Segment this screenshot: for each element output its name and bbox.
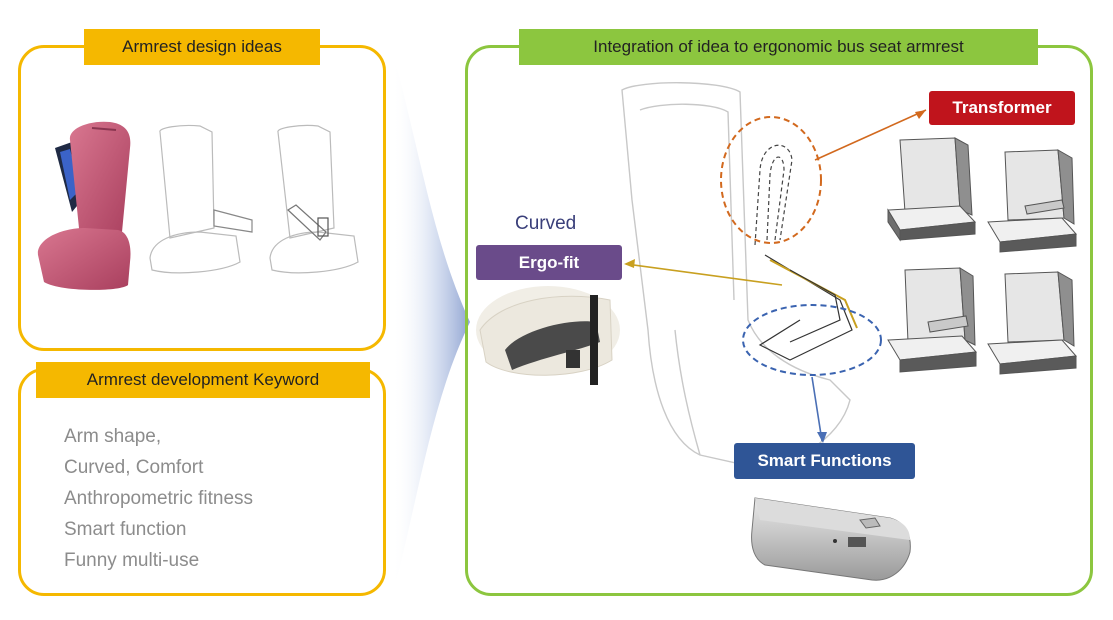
keyword-item: Arm shape, bbox=[64, 426, 162, 447]
smart-device-image bbox=[751, 497, 911, 581]
pink-seat-image bbox=[37, 121, 131, 290]
keyword-item: Curved, Comfort bbox=[64, 457, 204, 478]
transformer-seat-models bbox=[887, 137, 1078, 375]
transformer-dashed-arm bbox=[754, 144, 793, 246]
bus-seat-outline bbox=[621, 82, 851, 467]
keyword-title: Armrest development Keyword bbox=[36, 362, 370, 398]
keyword-item: Anthropometric fitness bbox=[64, 488, 254, 509]
transformer-label: Transformer bbox=[929, 91, 1075, 125]
keyword-item: Funny multi-use bbox=[64, 550, 200, 571]
ergofit-armrest-image bbox=[476, 286, 620, 385]
sketch-seat-3 bbox=[269, 124, 359, 274]
integration-title: Integration of idea to ergonomic bus sea… bbox=[519, 29, 1038, 65]
flow-arrow bbox=[392, 50, 470, 598]
smart-circle bbox=[742, 304, 882, 376]
design-ideas-panel bbox=[18, 45, 386, 351]
transformer-arrow bbox=[814, 109, 927, 161]
integration-panel bbox=[465, 45, 1093, 596]
keyword-list: Arm shape, Curved, Comfort Anthropometri… bbox=[64, 421, 253, 576]
smart-arrow bbox=[811, 376, 823, 442]
design-ideas-title: Armrest design ideas bbox=[84, 29, 320, 65]
ergofit-label: Ergo-fit bbox=[476, 245, 622, 280]
keyword-item: Smart function bbox=[64, 519, 187, 540]
sketch-seat-2 bbox=[149, 124, 253, 274]
curved-label: Curved bbox=[515, 213, 577, 234]
smart-functions-label: Smart Functions bbox=[734, 443, 915, 479]
transformer-circle bbox=[720, 116, 822, 244]
bus-seat-armrest bbox=[758, 254, 858, 361]
ergofit-arrow bbox=[625, 263, 783, 286]
